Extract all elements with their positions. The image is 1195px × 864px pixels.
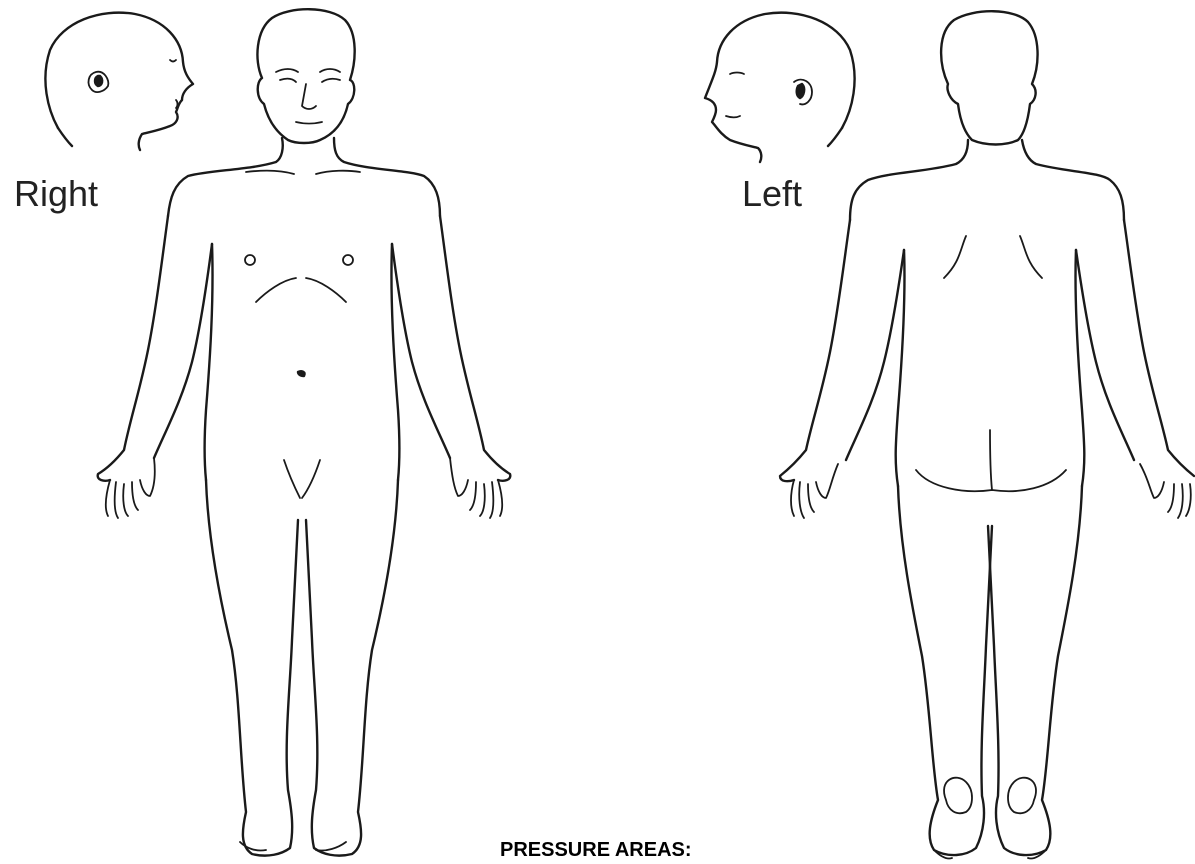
- front-body: [98, 9, 511, 855]
- left-side-label: Left: [742, 176, 802, 212]
- right-head-profile: [45, 13, 193, 150]
- pressure-areas-heading: PRESSURE AREAS:: [500, 840, 692, 860]
- right-side-label: Right: [14, 176, 98, 212]
- left-head-profile: [705, 13, 855, 162]
- back-body: [780, 11, 1194, 858]
